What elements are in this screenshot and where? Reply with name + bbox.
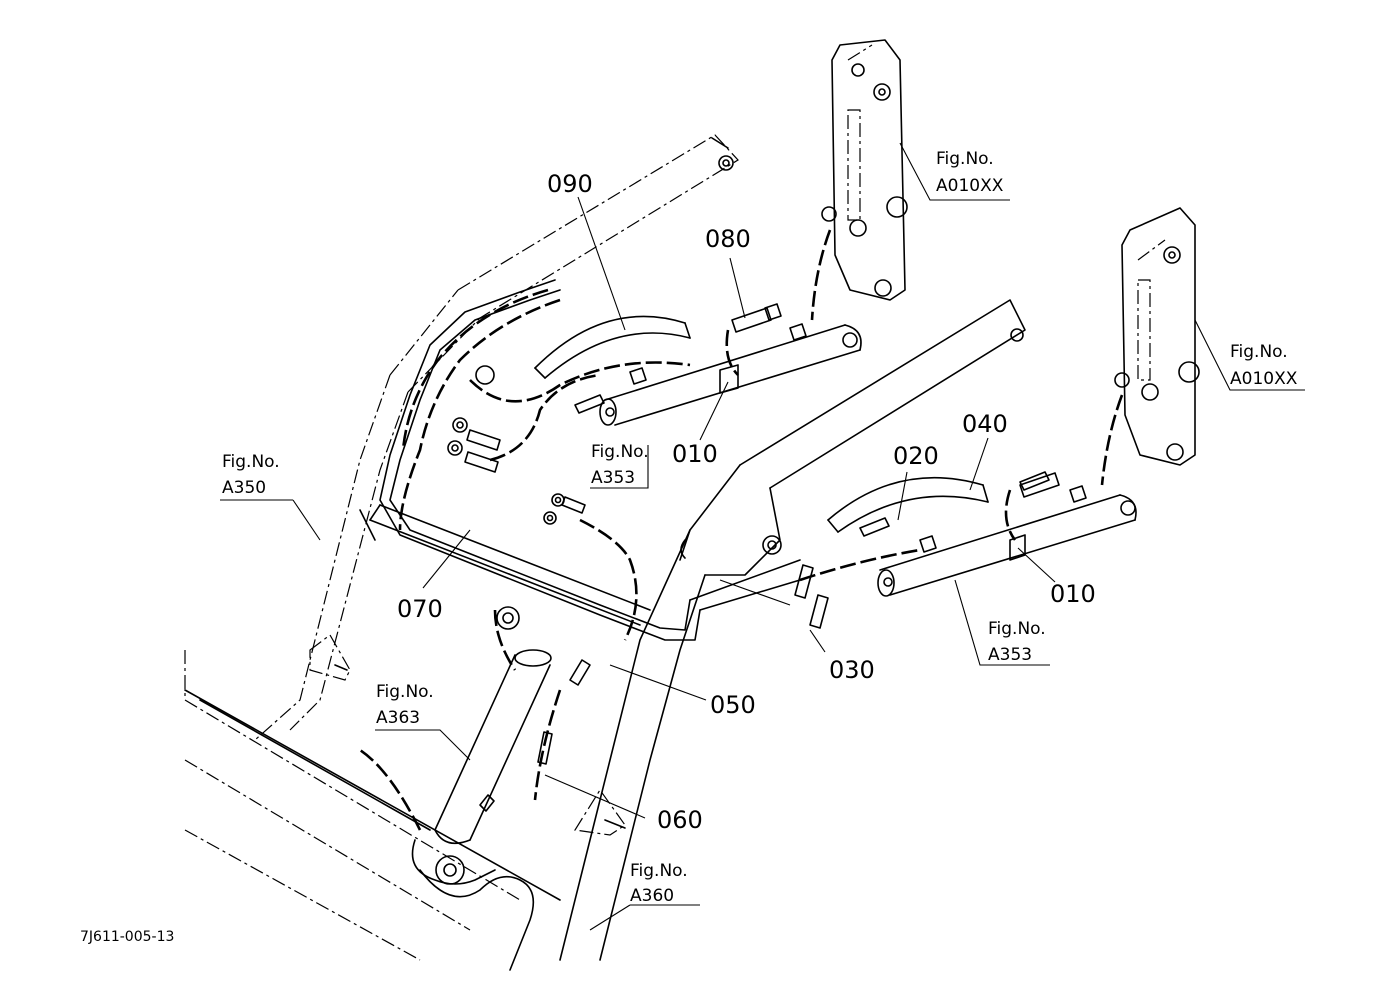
part-labels: 090 080 010 040 020 010 070 030 050 060 xyxy=(397,170,1096,834)
svg-text:A363: A363 xyxy=(376,708,420,728)
hydraulic-hoses xyxy=(359,288,1017,831)
part-label-010-upper: 010 xyxy=(672,440,718,468)
part-label-060: 060 xyxy=(657,806,703,834)
fig-ref-a353-lower: Fig.No. A353 xyxy=(988,619,1046,665)
svg-text:A353: A353 xyxy=(591,468,635,488)
svg-text:Fig.No.: Fig.No. xyxy=(1230,342,1288,362)
hose-protector-040 xyxy=(827,476,989,533)
part-label-070: 070 xyxy=(397,595,443,623)
svg-text:A350: A350 xyxy=(222,478,266,498)
fig-ref-a360: Fig.No. A360 xyxy=(630,861,688,906)
svg-text:A010XX: A010XX xyxy=(936,176,1004,196)
fig-ref-a350: Fig.No. A350 xyxy=(222,452,280,498)
leader-lines xyxy=(220,142,1305,931)
drawing-code: 7J611-005-13 xyxy=(80,929,174,945)
steel-pipes xyxy=(379,279,801,641)
svg-text:A360: A360 xyxy=(630,886,674,906)
quick-attach-brackets xyxy=(309,634,626,836)
part-label-030: 030 xyxy=(829,656,875,684)
right-mounting-bracket xyxy=(1100,207,1200,486)
hose-protector-090 xyxy=(534,315,691,379)
fig-ref-a353-upper: Fig.No. A353 xyxy=(591,442,649,488)
svg-text:Fig.No.: Fig.No. xyxy=(936,149,994,169)
part-label-090: 090 xyxy=(547,170,593,198)
bucket xyxy=(184,650,561,971)
fig-ref-a010xx-upper: Fig.No. A010XX xyxy=(936,149,1004,196)
part-label-010-lower: 010 xyxy=(1050,580,1096,608)
left-mounting-bracket xyxy=(810,39,908,321)
part-label-080: 080 xyxy=(705,225,751,253)
part-label-020: 020 xyxy=(893,442,939,470)
right-lift-cylinder xyxy=(877,472,1137,597)
bucket-cylinder xyxy=(411,649,552,885)
part-label-050: 050 xyxy=(710,691,756,719)
cross-tube xyxy=(359,504,651,626)
svg-text:Fig.No.: Fig.No. xyxy=(222,452,280,472)
left-loader-arm xyxy=(254,134,739,741)
right-loader-arm xyxy=(559,299,1026,961)
left-lift-cylinder xyxy=(599,303,862,426)
svg-text:A010XX: A010XX xyxy=(1230,369,1298,389)
figure-references: Fig.No. A010XX Fig.No. A010XX Fig.No. A3… xyxy=(222,149,1298,906)
svg-text:A353: A353 xyxy=(988,645,1032,665)
fittings xyxy=(447,365,1050,765)
fig-ref-a010xx-lower: Fig.No. A010XX xyxy=(1230,342,1298,389)
svg-text:Fig.No.: Fig.No. xyxy=(591,442,649,462)
svg-text:Fig.No.: Fig.No. xyxy=(988,619,1046,639)
part-label-040: 040 xyxy=(962,410,1008,438)
fig-ref-a363: Fig.No. A363 xyxy=(376,682,434,728)
svg-text:Fig.No.: Fig.No. xyxy=(376,682,434,702)
svg-text:Fig.No.: Fig.No. xyxy=(630,861,688,881)
